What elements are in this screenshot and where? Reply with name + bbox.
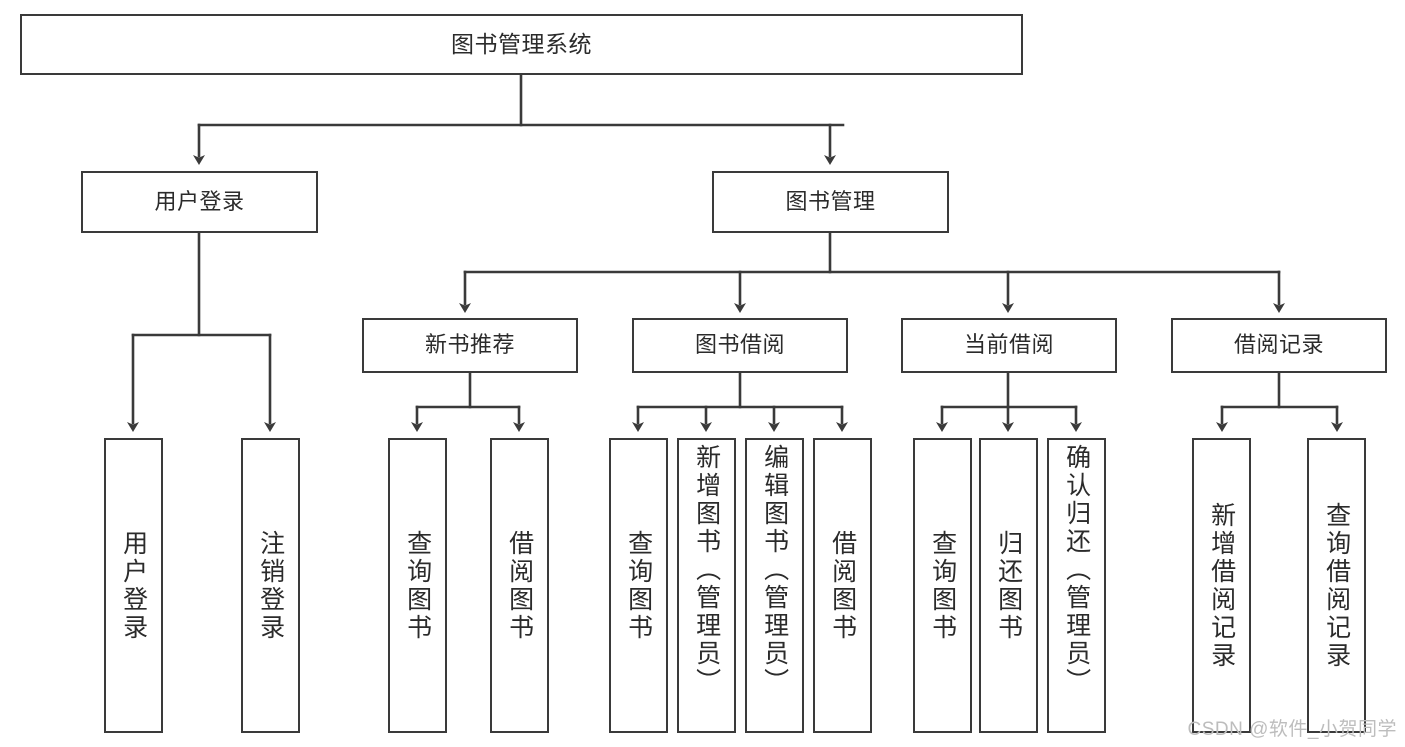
leaf-add-borrow-record[interactable]: 新增借阅记录: [1192, 438, 1251, 733]
node-label: 借阅记录: [1233, 332, 1324, 358]
node-new-book-recommend[interactable]: 新书推荐: [362, 318, 578, 373]
node-user-login[interactable]: 用户登录: [81, 171, 318, 233]
leaf-query-borrow-record[interactable]: 查询借阅记录: [1307, 438, 1366, 733]
node-label: 查询图书: [403, 529, 432, 642]
node-root-system[interactable]: 图书管理系统: [20, 14, 1023, 75]
leaf-edit-book-admin[interactable]: 编辑图书（管理员）: [745, 438, 804, 733]
node-label: 当前借阅: [963, 332, 1054, 358]
node-book-management[interactable]: 图书管理: [712, 171, 949, 233]
leaf-user-logout[interactable]: 注销登录: [241, 438, 300, 733]
leaf-return-book[interactable]: 归还图书: [979, 438, 1038, 733]
node-label: 新增图书（管理员）: [692, 444, 721, 696]
node-current-borrow[interactable]: 当前借阅: [901, 318, 1117, 373]
leaf-borrow-book[interactable]: 借阅图书: [813, 438, 872, 733]
leaf-query-book-new[interactable]: 查询图书: [388, 438, 447, 733]
node-label: 新书推荐: [424, 332, 515, 358]
leaf-query-book-borrow[interactable]: 查询图书: [609, 438, 668, 733]
leaf-borrow-book-new[interactable]: 借阅图书: [490, 438, 549, 733]
node-label: 归还图书: [994, 529, 1023, 642]
node-label: 查询图书: [928, 529, 957, 642]
leaf-query-book-current[interactable]: 查询图书: [913, 438, 972, 733]
node-label: 用户登录: [154, 188, 245, 214]
leaf-user-login[interactable]: 用户登录: [104, 438, 163, 733]
node-label: 借阅图书: [505, 529, 534, 642]
node-label: 新增借阅记录: [1207, 501, 1236, 670]
leaf-add-book-admin[interactable]: 新增图书（管理员）: [677, 438, 736, 733]
node-label: 注销登录: [256, 529, 285, 642]
watermark-text: CSDN @软件_小贺同学: [1187, 719, 1397, 740]
node-label: 查询图书: [624, 529, 653, 642]
node-label: 编辑图书（管理员）: [760, 444, 789, 696]
node-label: 图书管理: [785, 188, 876, 214]
node-book-borrow[interactable]: 图书借阅: [632, 318, 848, 373]
node-label: 借阅图书: [828, 529, 857, 642]
node-label: 图书借阅: [694, 332, 785, 358]
node-label: 用户登录: [119, 529, 148, 642]
node-label: 查询借阅记录: [1322, 501, 1351, 670]
leaf-confirm-return-admin[interactable]: 确认归还（管理员）: [1047, 438, 1106, 733]
node-borrow-record[interactable]: 借阅记录: [1171, 318, 1387, 373]
node-label: 图书管理系统: [451, 30, 592, 57]
node-label: 确认归还（管理员）: [1062, 444, 1091, 696]
